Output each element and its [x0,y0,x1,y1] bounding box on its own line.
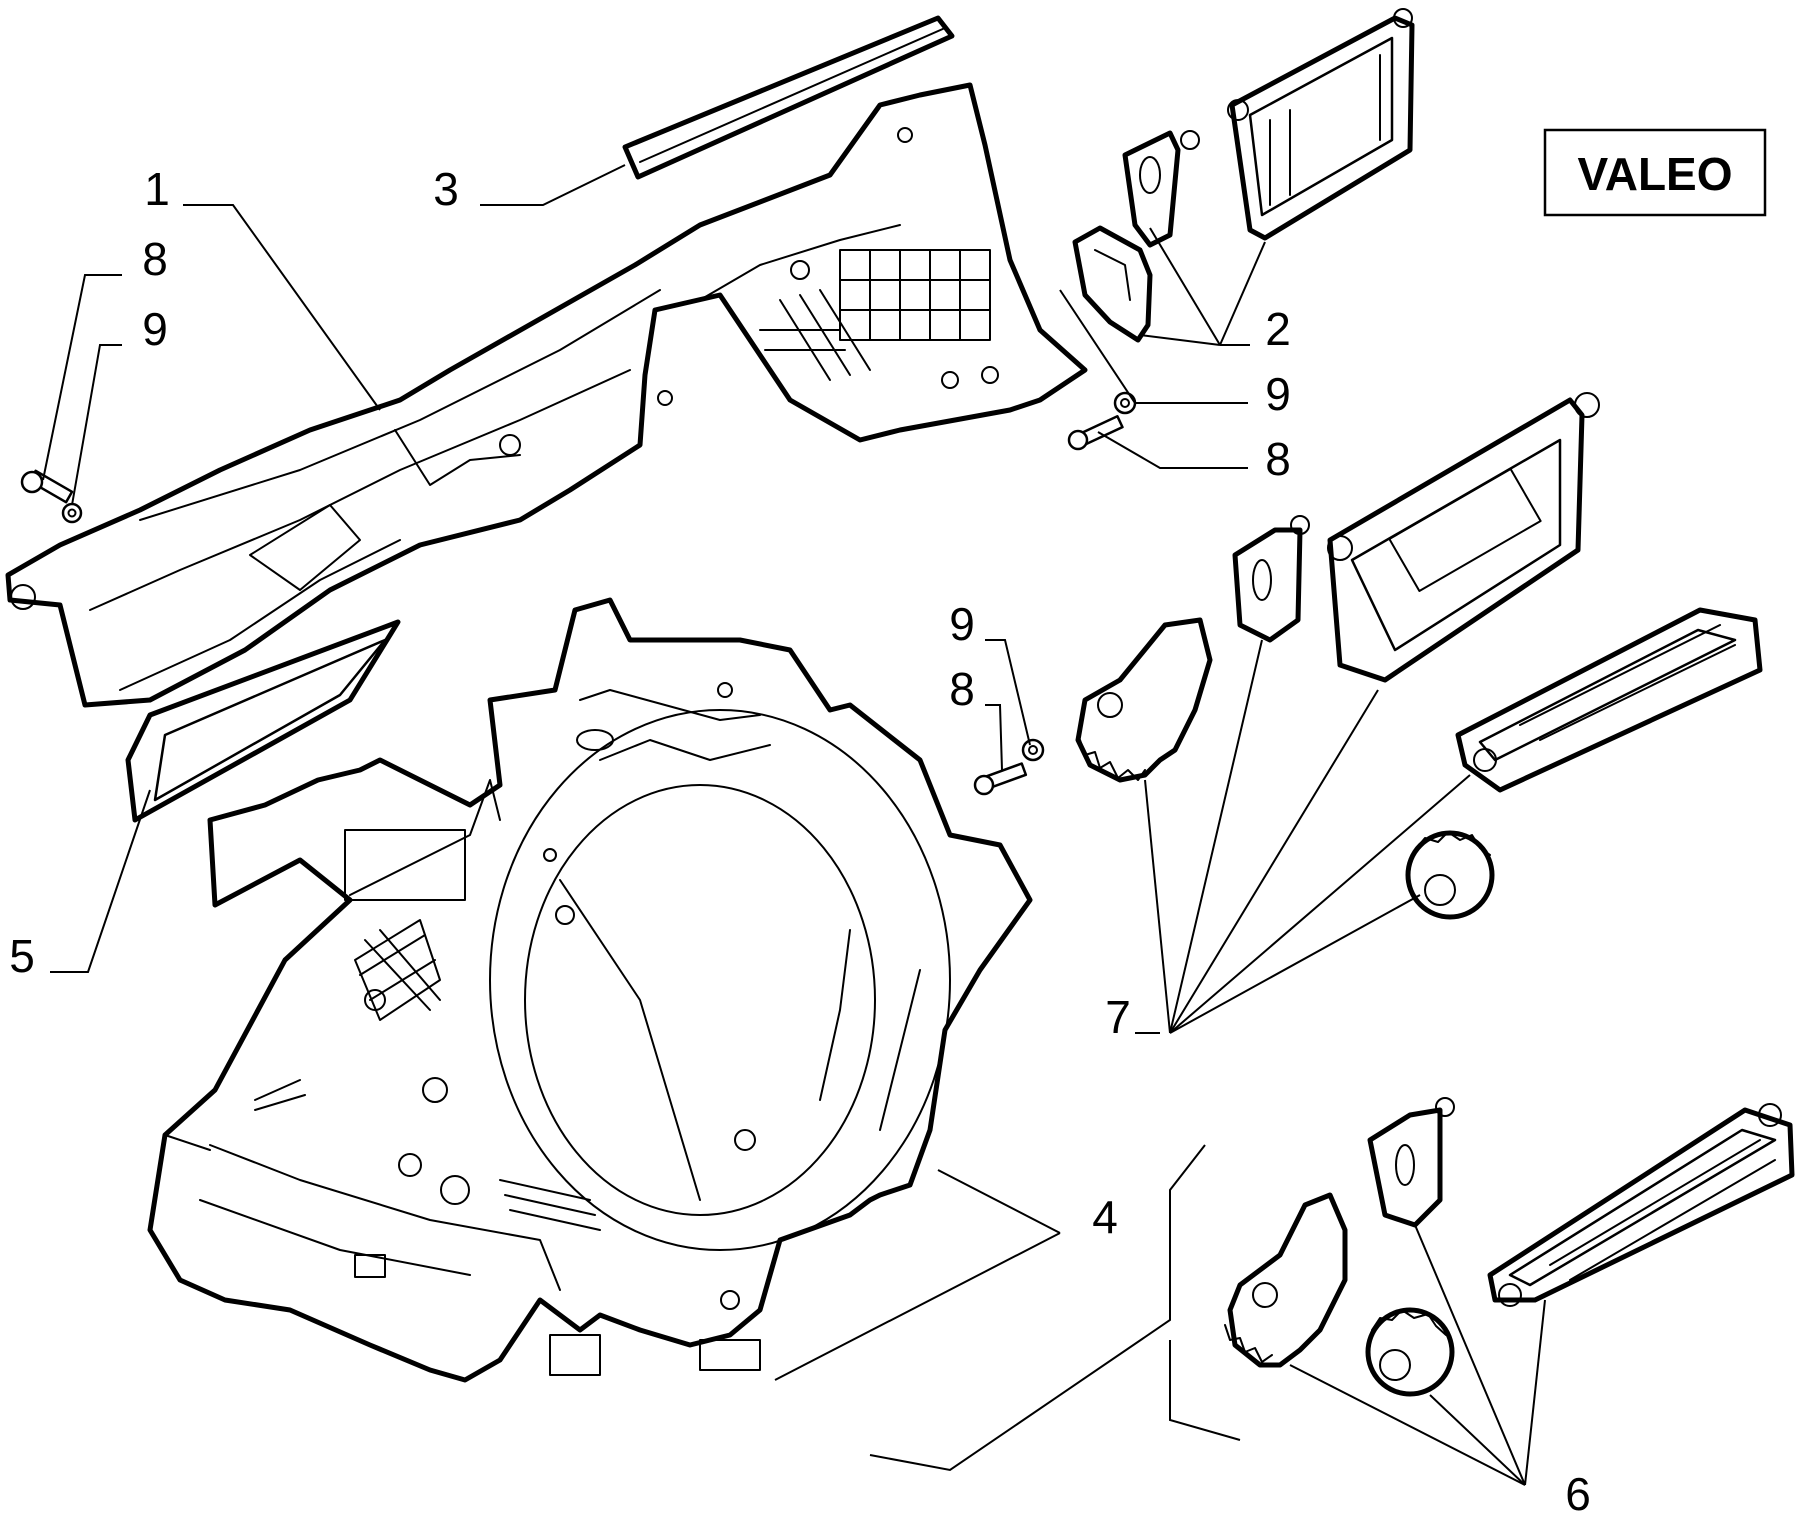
part-4-housing [147,597,1033,1383]
part-7-small-flap [1455,607,1763,793]
callout-2: 2 [1265,303,1291,355]
callout-3: 3 [433,163,459,215]
washer-9-center [1021,738,1045,762]
washer-9-right [1113,391,1137,415]
leader-lines [42,164,1546,1486]
callout-7: 7 [1105,991,1131,1043]
callout-9-right: 9 [1265,368,1291,420]
part-2-lever-bracket [1072,225,1153,343]
part-7-link-arm [1232,515,1310,643]
callout-8-left: 8 [142,233,168,285]
part-6-flap [1487,1103,1795,1307]
callout-9-left: 9 [142,303,168,355]
screw-8-right [1067,415,1124,451]
part-7-gear-sector [1075,617,1213,783]
screw-8-center [973,762,1028,796]
part-1-air-duct [5,82,1088,708]
callout-4: 4 [1092,1191,1118,1243]
callout-labels: 1 2 3 4 5 6 7 8 9 9 8 9 8 [9,163,1591,1516]
part-7-large-flap [1327,392,1600,683]
washer-9-left [61,502,83,524]
callout-9-center: 9 [949,598,975,650]
part-6-gear [1365,1307,1455,1397]
part-6-link-arm [1367,1097,1455,1228]
part-2-heater-core [1227,8,1415,241]
brand-label: VALEO [1577,148,1732,200]
callout-8-right: 8 [1265,433,1291,485]
part-7-gear [1405,830,1495,920]
part-2-link-arm [1122,130,1200,248]
brand-badge: VALEO [1543,128,1767,217]
part-3-seal-strip [622,15,955,180]
callout-1: 1 [144,163,170,215]
screw-8-left [20,469,74,504]
callout-5: 5 [9,930,35,982]
part-5-gasket [125,619,401,823]
part-6-gear-sector [1224,1192,1348,1368]
callout-6: 6 [1565,1468,1591,1516]
callout-8-center: 8 [949,663,975,715]
